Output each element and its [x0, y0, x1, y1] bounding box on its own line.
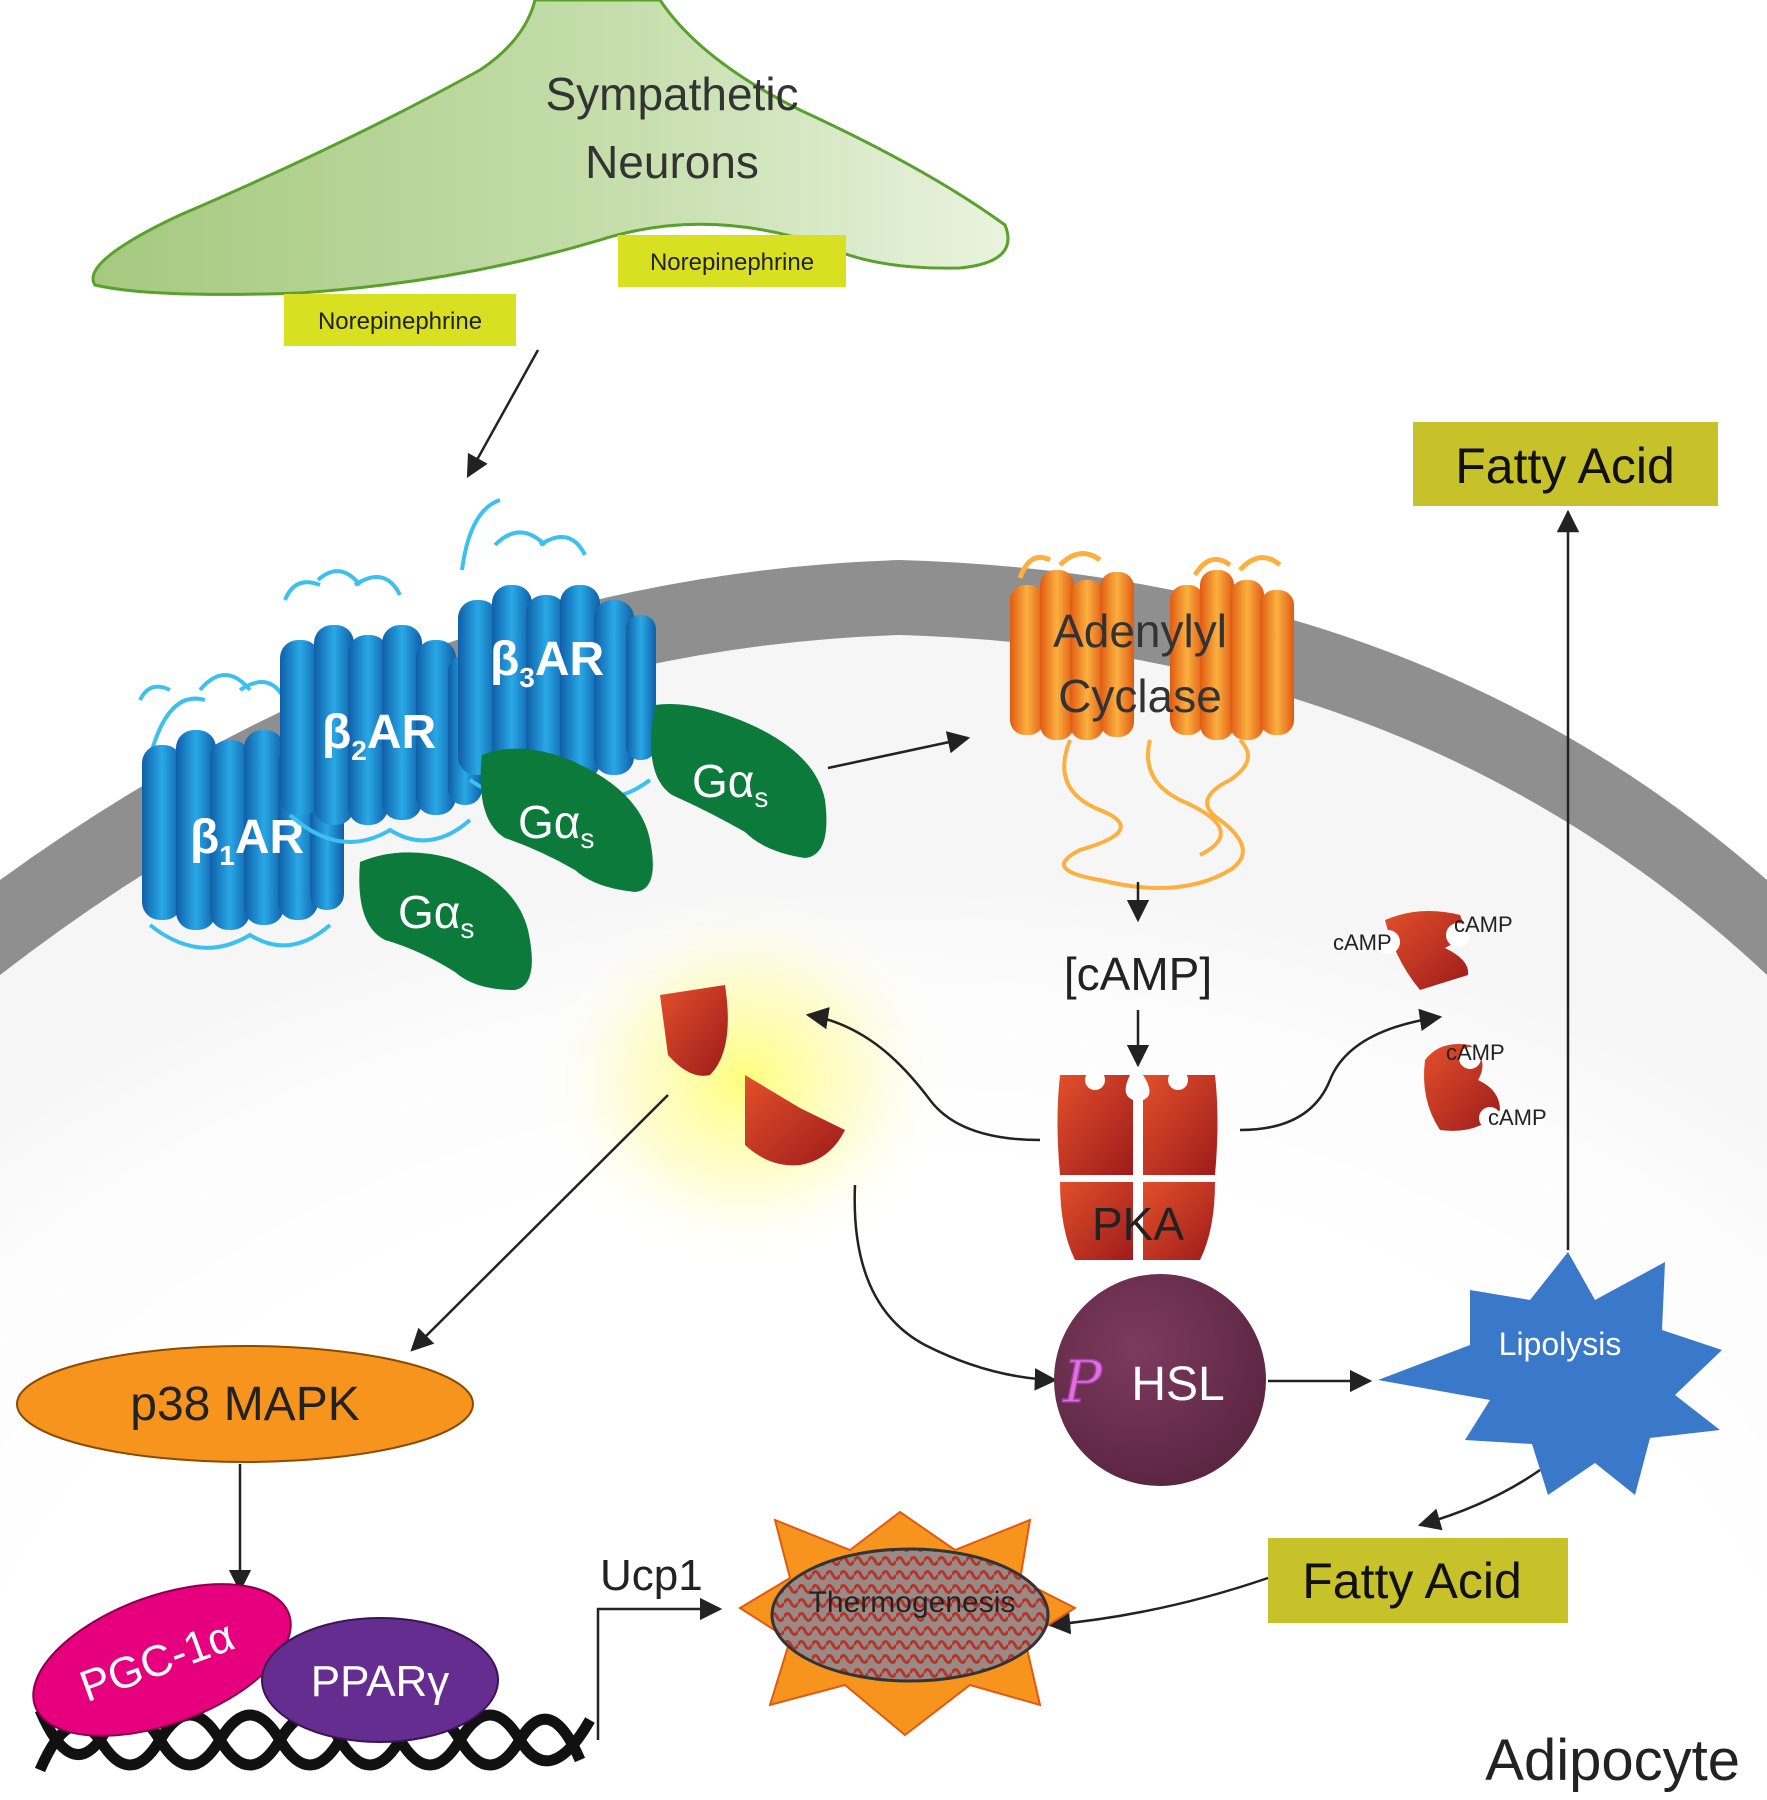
arrow-pka-to-p38	[410, 1094, 669, 1352]
norepinephrine-box-left	[284, 294, 516, 346]
beta1-greek: β	[190, 811, 219, 864]
arrow-pka-to-hsl	[853, 1184, 1058, 1391]
norepinephrine-label-left: Norepinephrine	[318, 308, 482, 335]
pgc-1a	[32, 1583, 292, 1737]
beta1-subscript: 1	[219, 840, 235, 871]
hsl-label: HSL	[1131, 1358, 1224, 1411]
sympathetic-neuron	[91, 0, 1010, 296]
fatty-acid-top-box	[1413, 422, 1718, 506]
arrow-ne-to-receptor	[466, 349, 540, 478]
pka-regulatory-subunit-2	[1424, 1044, 1500, 1131]
pka-catalytic-subunit-1	[660, 985, 728, 1076]
p38-mapk	[16, 1345, 474, 1463]
camp-label-1: cAMP	[1333, 930, 1392, 955]
camp-level: [cAMP]	[1064, 948, 1212, 1000]
lipolysis-label: Lipolysis	[1499, 1326, 1622, 1362]
arrow-g-to-cyclase	[827, 731, 971, 770]
beta3-suffix: AR	[535, 633, 604, 686]
pka-label: PKA	[1092, 1198, 1184, 1250]
ucp1-promoter-arrow	[596, 1597, 723, 1740]
hsl-phospho: P	[1062, 1348, 1103, 1416]
camp-label-3: cAMP	[1446, 1040, 1505, 1065]
camp-label-2: cAMP	[1454, 912, 1513, 937]
fatty-acid-top-label: Fatty Acid	[1455, 438, 1675, 494]
g-alpha-s-1-label: Gαs	[398, 886, 474, 944]
g-alpha-s-2-label: Gαs	[518, 796, 594, 854]
g-alpha-s-1-sub: s	[460, 913, 474, 944]
beta2-greek: β	[322, 706, 351, 759]
neuron-label-line2: Neurons	[585, 136, 759, 188]
camp-label-4: cAMP	[1488, 1105, 1547, 1130]
adenylyl-cyclase-line2: Cyclase	[1058, 670, 1222, 722]
beta2-subscript: 2	[351, 735, 367, 766]
g-alpha-s-2	[480, 748, 653, 892]
beta3-label: β3AR	[490, 633, 604, 693]
ppar-gamma	[261, 1617, 499, 1743]
camp-site-2b	[1479, 1107, 1501, 1129]
norepinephrine-label-right: Norepinephrine	[650, 249, 814, 276]
adenylyl-cyclase-line1: Adenylyl	[1053, 605, 1227, 657]
g-alpha-s-3	[651, 704, 827, 858]
beta2-label: β2AR	[322, 706, 436, 766]
hsl-enzyme	[1054, 1274, 1266, 1486]
camp-site-1b	[1446, 923, 1470, 947]
mitochondrion	[770, 1547, 1050, 1683]
arrow-pka-to-catalytic	[805, 1007, 1041, 1142]
camp-site-1a	[1376, 930, 1400, 954]
arrow-pka-to-regulatory	[1239, 1008, 1443, 1132]
pka-complex	[1057, 1070, 1218, 1260]
lipolysis-star	[1378, 1252, 1722, 1495]
thermogenesis-label: Thermogenesis	[809, 1586, 1016, 1619]
norepinephrine-box-right	[618, 235, 846, 287]
beta3-receptor	[458, 498, 656, 803]
beta1-label: β1AR	[190, 811, 304, 871]
neuron-label-line1: Sympathetic	[545, 68, 798, 120]
ppar-label: PPARγ	[311, 1657, 450, 1706]
beta2-suffix: AR	[367, 706, 436, 759]
camp-site-2a	[1459, 1047, 1481, 1069]
ucp1-label: Ucp1	[600, 1551, 703, 1600]
adenylyl-cyclase	[1010, 551, 1294, 890]
beta3-greek: β	[490, 633, 519, 686]
g-alpha-s-2-sub: s	[580, 823, 594, 854]
g-alpha-s-3-sub: s	[754, 782, 768, 813]
g-alpha-s-2-alpha: Gα	[518, 796, 580, 848]
arrow-lipolysis-to-fatty-acid	[1417, 1468, 1541, 1531]
arrow-fatty-acid-to-thermogenesis	[1047, 1576, 1269, 1635]
g-alpha-s-1-alpha: Gα	[398, 886, 460, 938]
g-alpha-s-3-alpha: Gα	[692, 755, 754, 807]
adipocyte-label: Adipocyte	[1485, 1728, 1740, 1793]
fatty-acid-bottom-box	[1268, 1538, 1568, 1623]
fatty-acid-bottom-label: Fatty Acid	[1302, 1553, 1522, 1609]
g-alpha-s-1	[359, 852, 532, 990]
pka-catalytic-subunit-2	[745, 1075, 845, 1166]
g-alpha-s-3-label: Gαs	[692, 755, 768, 813]
beta3-subscript: 3	[519, 662, 535, 693]
p38-label: p38 MAPK	[130, 1378, 359, 1431]
beta1-receptor	[138, 673, 344, 950]
